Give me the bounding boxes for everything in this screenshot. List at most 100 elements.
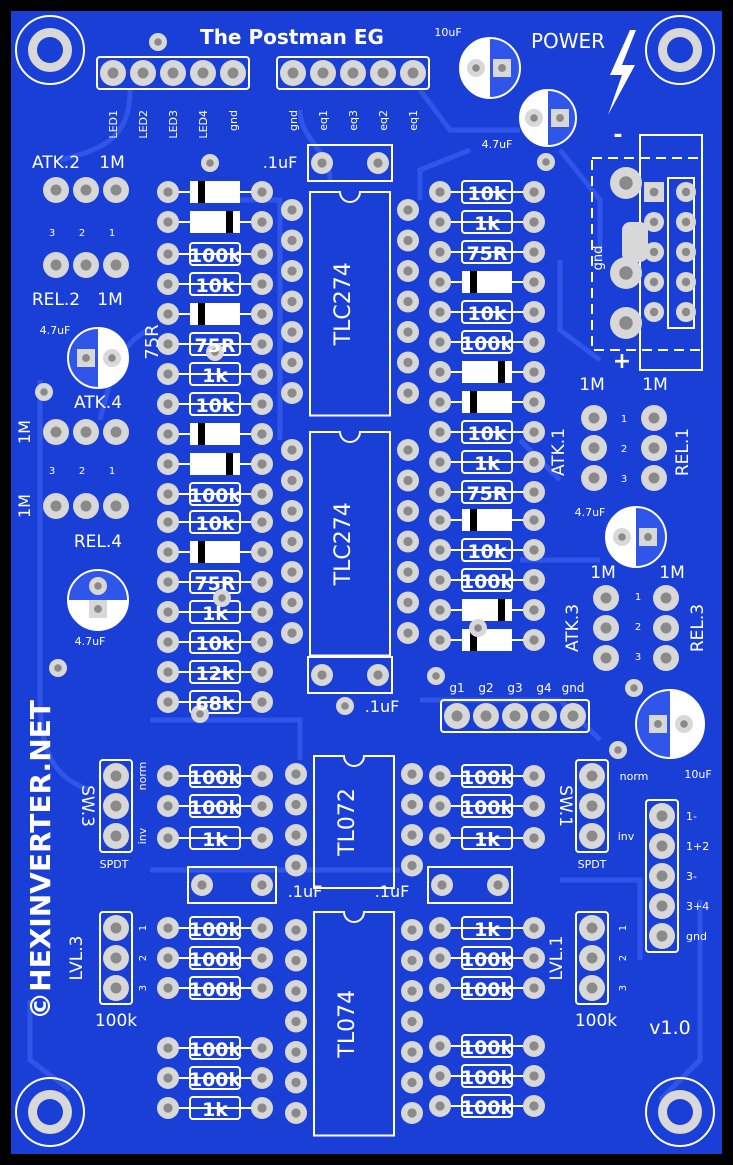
resistor-body <box>461 916 513 940</box>
pot-pin-hole <box>80 426 92 438</box>
resistor-pad-hole <box>257 771 267 781</box>
pot-pin-hole <box>648 412 660 424</box>
resistor-pad-hole <box>163 697 173 707</box>
switch-top-label: norm <box>620 770 649 783</box>
pot-pin-number: 3 <box>138 985 149 991</box>
resistor-pad-hole <box>163 637 173 647</box>
chip-pin-hole <box>407 925 417 935</box>
chip-pin-hole <box>403 205 413 215</box>
resistor-value: 100k <box>461 979 514 1001</box>
led-header-label: LED4 <box>197 110 210 139</box>
pot-value: 1M <box>642 375 667 395</box>
resistor-value: 68k <box>195 693 234 715</box>
cap-pad-hole <box>472 64 480 72</box>
cap-pad-hole <box>618 533 626 541</box>
resistor-pad-hole <box>163 833 173 843</box>
header-outline <box>276 56 430 90</box>
film-cap-label: .1uF <box>288 882 323 901</box>
switch-bottom-label: inv <box>618 830 635 843</box>
chip-pin-hole <box>407 799 417 810</box>
pot-pin-number: 3 <box>621 474 627 485</box>
resistor-body <box>189 826 241 850</box>
pot-pin-number: 2 <box>635 622 641 633</box>
resistor-pad-hole <box>529 217 539 227</box>
cap-pad-hole <box>108 354 116 362</box>
resistor-body <box>461 1094 513 1118</box>
power-pad-hole <box>619 316 633 330</box>
header-pin-hole <box>656 810 668 822</box>
header-pin-hole <box>107 67 119 79</box>
led-header-label: LED3 <box>167 110 180 139</box>
resistor-body <box>461 1064 513 1088</box>
resistor-body <box>461 764 513 788</box>
film-cap-pad-hole <box>317 158 327 168</box>
resistor-pad-hole <box>529 1101 539 1111</box>
power-pad-hole <box>619 266 633 280</box>
gate-header-label: g3 <box>507 681 522 695</box>
film-cap-outline <box>427 866 513 904</box>
pot-pin-hole <box>588 412 600 424</box>
header-pin-hole <box>317 67 329 79</box>
lightning-bolt-icon <box>608 30 636 115</box>
eq-header-label: eq1 <box>317 110 330 131</box>
diode-pad-hole <box>163 459 173 469</box>
resistor-pad-hole <box>435 217 445 227</box>
film-cap-pad-hole <box>373 158 383 168</box>
via-hole <box>211 348 219 356</box>
header-outline <box>99 911 133 1005</box>
diode-body <box>462 509 512 531</box>
power-pad-hole <box>619 176 633 190</box>
chip-pin-hole <box>291 1016 301 1027</box>
resistor-value: 10k <box>195 395 234 417</box>
chip-pin-hole <box>403 296 413 307</box>
header-pin-hole <box>377 67 389 79</box>
resistor-pad-hole <box>163 1073 173 1083</box>
switch-label: SW.3 <box>77 785 97 827</box>
power-minus-label: - <box>613 123 622 148</box>
pot-pin-number: 2 <box>621 444 627 455</box>
chip-pin-hole <box>407 986 417 996</box>
resistor-value: 100k <box>189 1069 242 1091</box>
resistor-pad-hole <box>163 667 173 677</box>
chip-pin-hole <box>287 388 297 398</box>
header-pin-hole <box>509 710 521 722</box>
resistor-pad-hole <box>529 457 539 467</box>
film-cap-pad-hole <box>257 880 267 890</box>
header-pin-hole <box>347 67 359 79</box>
resistor-body <box>189 242 241 266</box>
copper-trace <box>560 877 643 960</box>
led-header-label: gnd <box>227 110 240 131</box>
film-cap-label: .1uF <box>375 882 410 901</box>
diode-pad-hole <box>529 367 539 377</box>
resistor-value: 10k <box>467 541 506 563</box>
resistor-body <box>461 180 513 204</box>
diode-pad-hole <box>529 635 539 645</box>
power-pin-hole <box>681 307 691 317</box>
resistor-body <box>461 420 513 444</box>
diode-band <box>226 453 233 475</box>
cap-label: 4.7uF <box>40 324 71 337</box>
diode-body <box>462 391 512 413</box>
cap-label: 10uF <box>684 768 711 781</box>
resistor-pad-hole <box>435 187 445 197</box>
resistor-pad-hole <box>257 953 267 963</box>
gate-header-label: g2 <box>478 681 493 695</box>
power-pin-hole <box>681 277 691 287</box>
chip-pin-hole <box>291 860 301 871</box>
power-pin-hole <box>649 247 659 257</box>
power-pin-1-hole <box>649 187 659 197</box>
power-connector-outline <box>591 157 703 351</box>
diode-pad-hole <box>257 309 267 319</box>
pot-pin-hole <box>80 259 92 271</box>
copper-trace <box>418 88 520 133</box>
resistor-pad-hole <box>435 575 445 585</box>
power-pin-hole <box>681 247 691 257</box>
resistor-pad-hole <box>529 983 539 993</box>
pot-value: 1M <box>99 153 124 173</box>
resistor-pad-hole <box>257 369 267 379</box>
resistor-value: 100k <box>189 949 242 971</box>
chip-pin-hole <box>407 1016 417 1027</box>
pot-value: 1M <box>579 375 604 395</box>
resistor-pad-hole <box>257 577 267 587</box>
